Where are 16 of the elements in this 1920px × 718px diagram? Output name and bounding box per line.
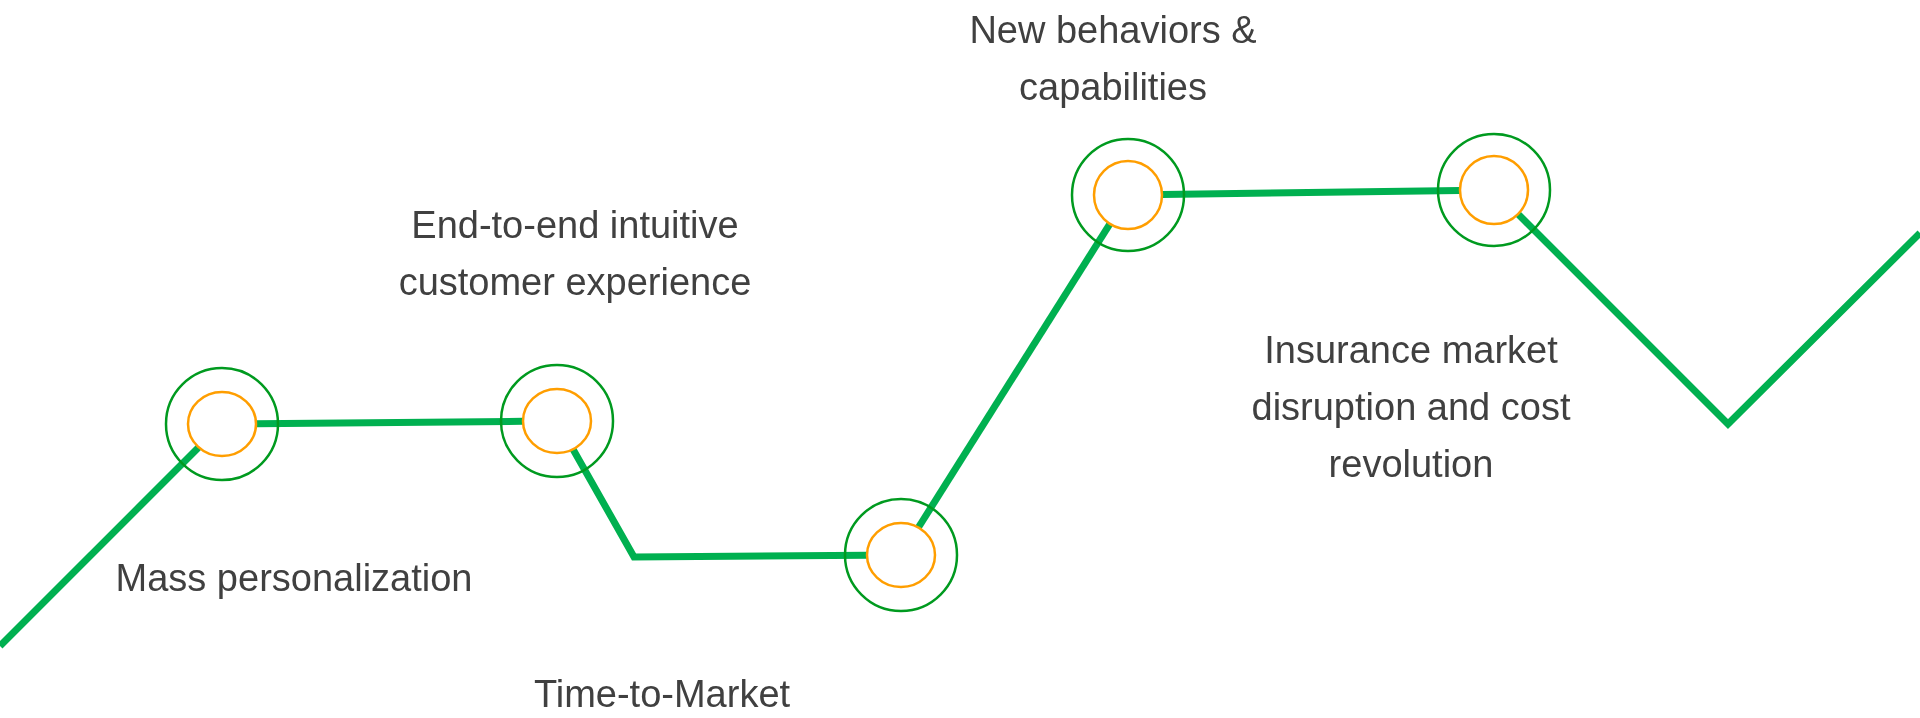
connector-line: [255, 417, 524, 428]
connector-line: [1515, 211, 1920, 429]
milestone-circle: [1436, 132, 1552, 248]
milestone-circle: [164, 366, 280, 482]
milestone-label: End-to-end intuitive customer experience: [397, 203, 753, 305]
milestone-circle: [1070, 137, 1186, 253]
connector-line: [0, 444, 202, 649]
milestone-circle: [499, 363, 615, 479]
milestone-label: Insurance market disruption and cost revolution: [1250, 328, 1572, 487]
milestone-label: New behaviors & capabilities: [968, 8, 1258, 110]
connector-line: [569, 447, 868, 561]
connector-line: [915, 221, 1113, 530]
connector-line: [1161, 187, 1461, 198]
milestone-circle: [843, 497, 959, 613]
milestone-label: Time-to-Market: [532, 672, 792, 717]
milestone-label: Mass personalization: [114, 556, 474, 601]
